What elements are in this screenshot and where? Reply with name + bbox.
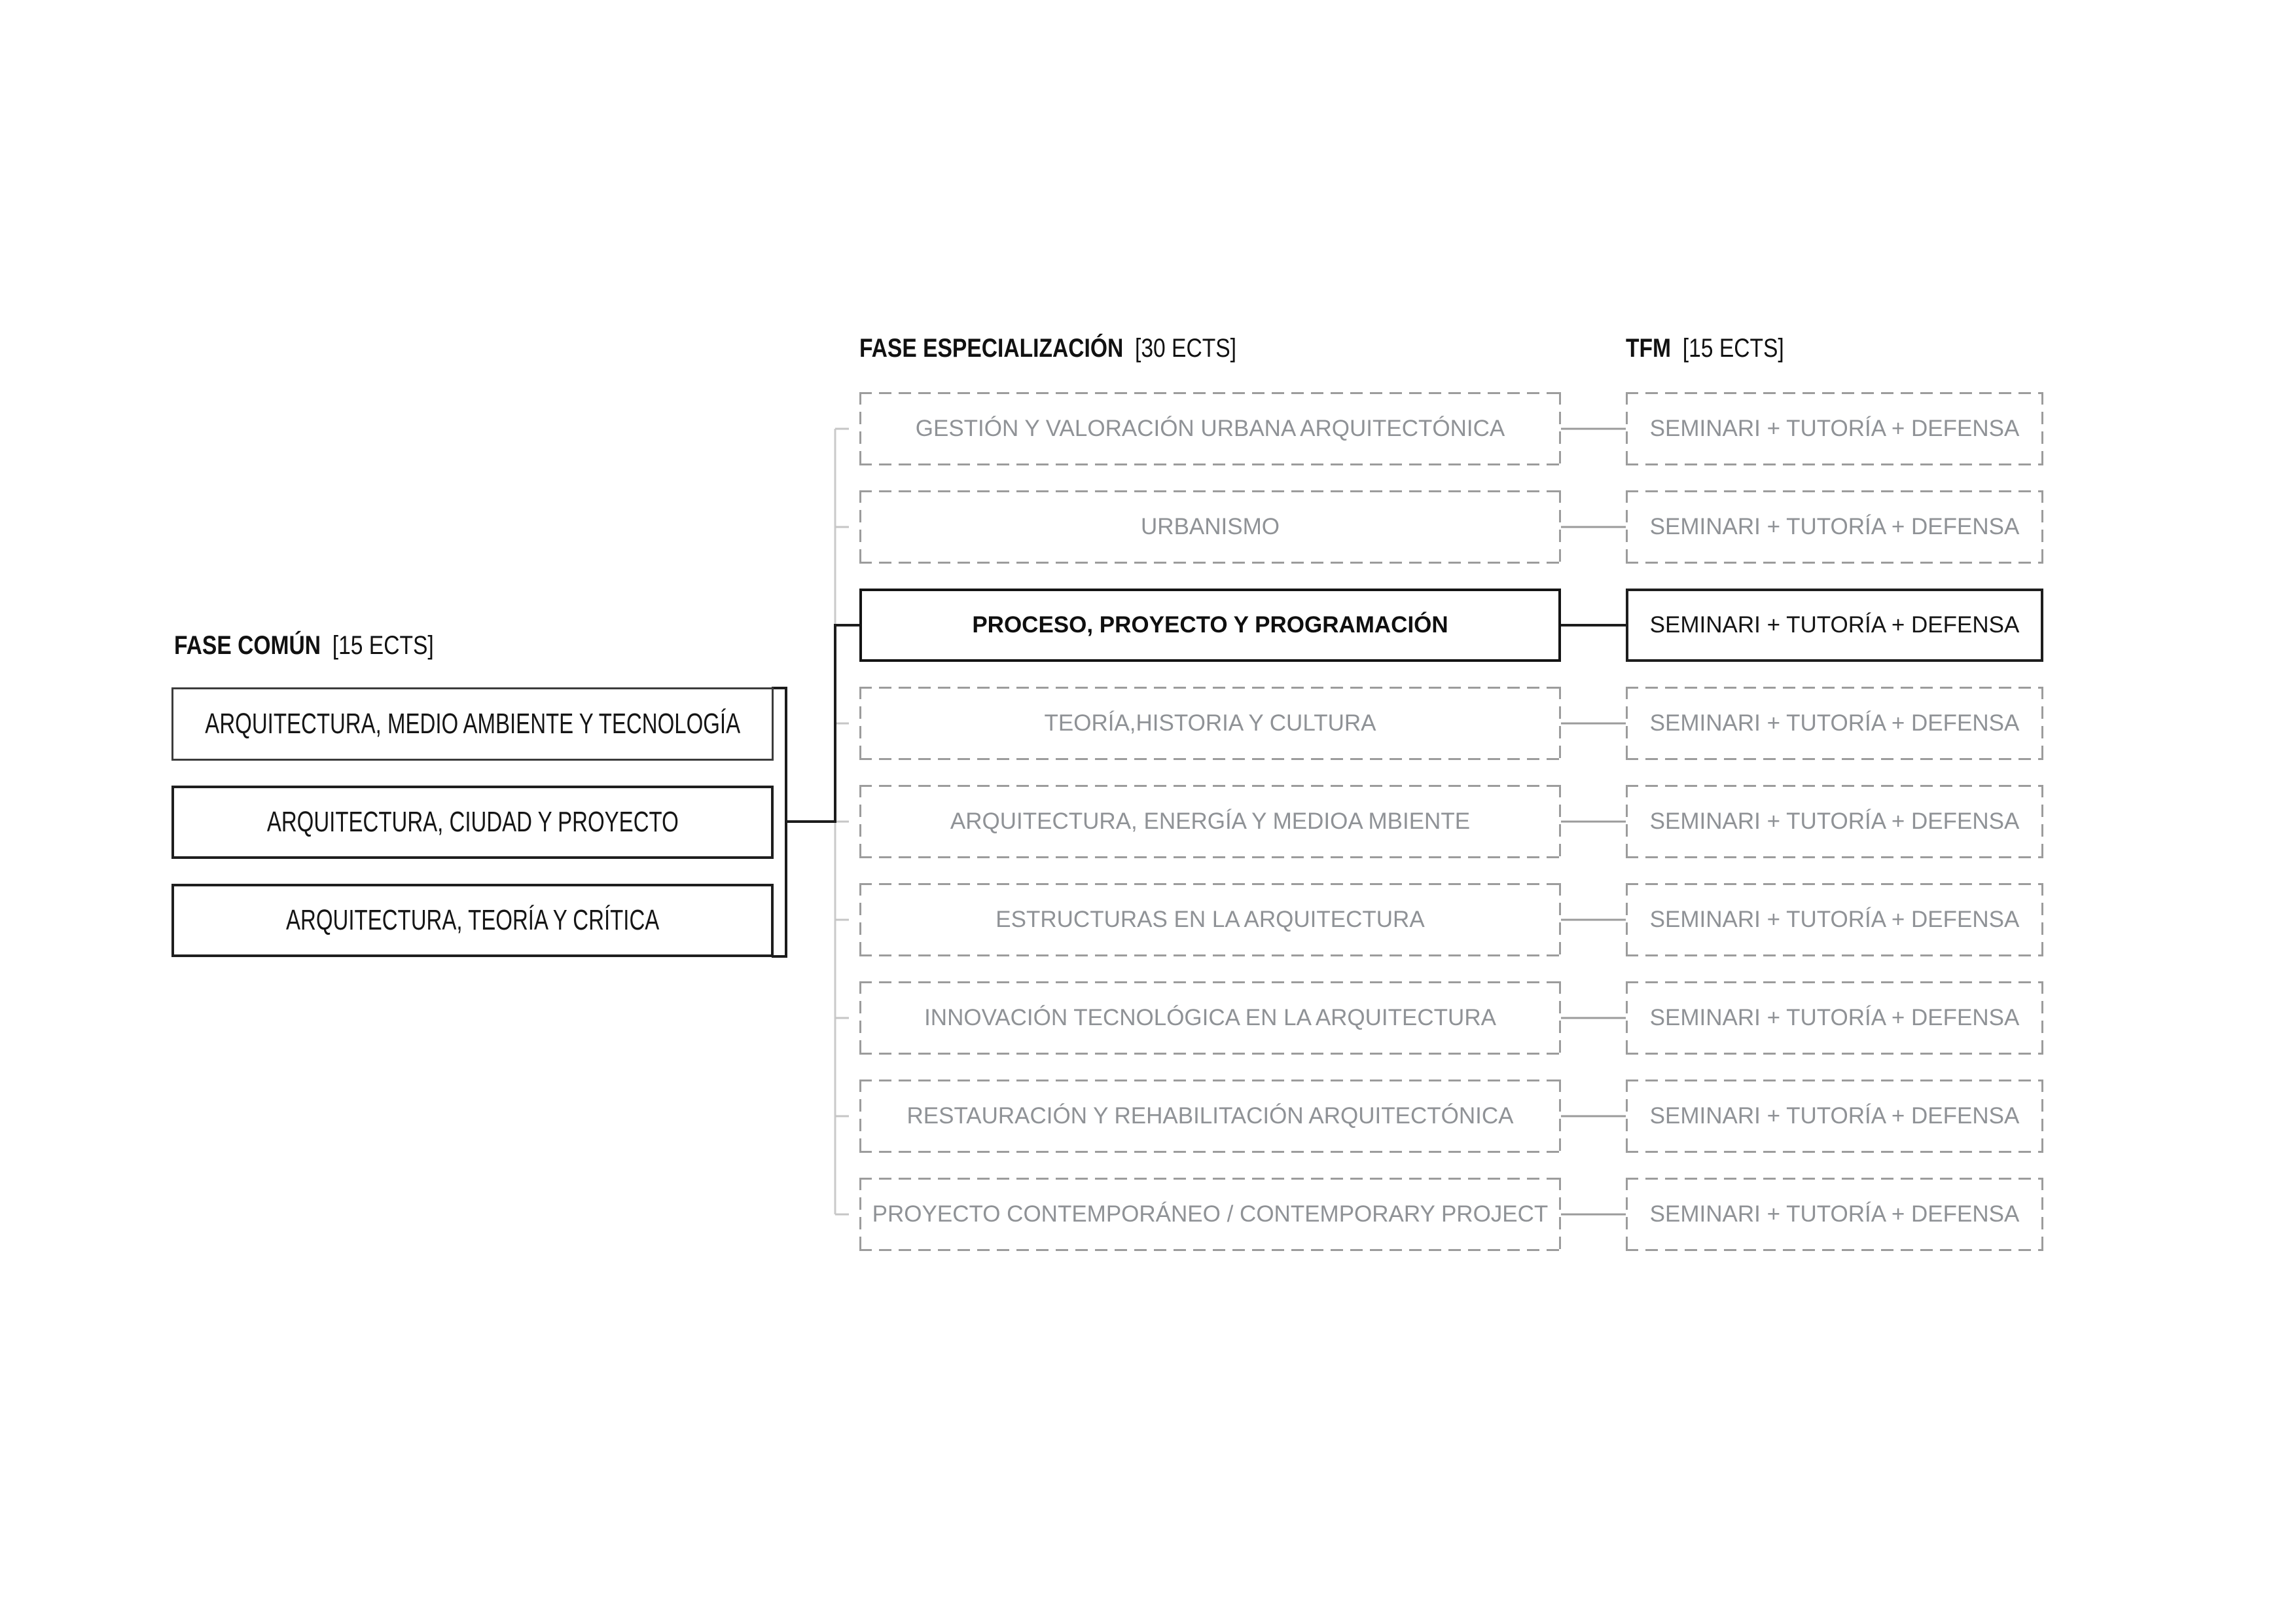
spec-box-urbanismo: URBANISMO: [859, 490, 1561, 564]
tfm-connectors-gray: [1561, 427, 1626, 1216]
tfm-box-8: SEMINARI + TUTORÍA + DEFENSA: [1626, 1080, 2043, 1153]
fase-comun-header: FASE COMÚN [15 ECTS]: [174, 630, 434, 661]
spec-box-label: PROYECTO CONTEMPORÁNEO / CONTEMPORARY PR…: [872, 1201, 1549, 1227]
tfm-box-label: SEMINARI + TUTORÍA + DEFENSA: [1649, 1201, 2020, 1227]
spec-box-label: TEORÍA,HISTORIA Y CULTURA: [1044, 710, 1376, 736]
tfm-box-7: SEMINARI + TUTORÍA + DEFENSA: [1626, 981, 2043, 1055]
fase-especializacion-title: FASE ESPECIALIZACIÓN: [859, 334, 1124, 363]
spec-box-label: INNOVACIÓN TECNOLÓGICA EN LA ARQUITECTUR…: [924, 1005, 1496, 1030]
spec-box-label: GESTIÓN Y VALORACIÓN URBANA ARQUITECTÓNI…: [915, 416, 1505, 441]
tfm-box-4: SEMINARI + TUTORÍA + DEFENSA: [1626, 687, 2043, 760]
spine-stubs: [835, 427, 849, 1216]
fase-especializacion-header: FASE ESPECIALIZACIÓN [30 ECTS]: [859, 333, 1236, 364]
common-box-label: ARQUITECTURA, MEDIO AMBIENTE Y TECNOLOGÍ…: [205, 708, 740, 740]
fase-comun-title: FASE COMÚN: [174, 631, 321, 660]
tfm-box-1: SEMINARI + TUTORÍA + DEFENSA: [1626, 392, 2043, 465]
tfm-box-label: SEMINARI + TUTORÍA + DEFENSA: [1649, 808, 2020, 834]
tfm-box-5: SEMINARI + TUTORÍA + DEFENSA: [1626, 785, 2043, 858]
tfm-box-label: SEMINARI + TUTORÍA + DEFENSA: [1649, 612, 2020, 638]
spec-box-label: URBANISMO: [1141, 514, 1280, 539]
spec-box-label: ARQUITECTURA, ENERGÍA Y MEDIOA MBIENTE: [950, 808, 1471, 834]
common-box-ciudad-proyecto: ARQUITECTURA, CIUDAD Y PROYECTO: [171, 786, 774, 859]
common-bracket: [772, 687, 787, 958]
tfm-title: TFM: [1626, 334, 1672, 363]
tfm-box-label: SEMINARI + TUTORÍA + DEFENSA: [1649, 907, 2020, 932]
spec-box-label: ESTRUCTURAS EN LA ARQUITECTURA: [996, 907, 1425, 932]
tfm-box-label: SEMINARI + TUTORÍA + DEFENSA: [1649, 710, 2020, 736]
common-box-label: ARQUITECTURA, CIUDAD Y PROYECTO: [266, 806, 679, 838]
tfm-box-2: SEMINARI + TUTORÍA + DEFENSA: [1626, 490, 2043, 564]
spec-box-proyecto-contemporaneo: PROYECTO CONTEMPORÁNEO / CONTEMPORARY PR…: [859, 1178, 1561, 1251]
tfm-header: TFM [15 ECTS]: [1626, 333, 1784, 364]
spec-box-gestion-valoracion: GESTIÓN Y VALORACIÓN URBANA ARQUITECTÓNI…: [859, 392, 1561, 465]
tfm-box-label: SEMINARI + TUTORÍA + DEFENSA: [1649, 514, 2020, 539]
fase-especializacion-credits: [30 ECTS]: [1134, 334, 1236, 363]
tfm-box-label: SEMINARI + TUTORÍA + DEFENSA: [1649, 416, 2020, 441]
tfm-box-9: SEMINARI + TUTORÍA + DEFENSA: [1626, 1178, 2043, 1251]
spec-box-estructuras: ESTRUCTURAS EN LA ARQUITECTURA: [859, 883, 1561, 956]
common-box-teoria-critica: ARQUITECTURA, TEORÍA Y CRÍTICA: [171, 884, 774, 957]
spec-box-label: RESTAURACIÓN Y REHABILITACIÓN ARQUITECTÓ…: [906, 1103, 1514, 1129]
common-box-label: ARQUITECTURA, TEORÍA Y CRÍTICA: [285, 904, 660, 936]
tfm-box-3-selected: SEMINARI + TUTORÍA + DEFENSA: [1626, 589, 2043, 662]
spec-box-teoria-historia-cultura: TEORÍA,HISTORIA Y CULTURA: [859, 687, 1561, 760]
common-box-medio-ambiente: ARQUITECTURA, MEDIO AMBIENTE Y TECNOLOGÍ…: [171, 687, 774, 761]
tfm-box-label: SEMINARI + TUTORÍA + DEFENSA: [1649, 1005, 2020, 1030]
tfm-box-label: SEMINARI + TUTORÍA + DEFENSA: [1649, 1103, 2020, 1129]
spec-box-innovacion-tecnologica: INNOVACIÓN TECNOLÓGICA EN LA ARQUITECTUR…: [859, 981, 1561, 1055]
spec-box-label: PROCESO, PROYECTO Y PROGRAMACIÓN: [972, 612, 1448, 638]
tfm-box-6: SEMINARI + TUTORÍA + DEFENSA: [1626, 883, 2043, 956]
fase-comun-credits: [15 ECTS]: [332, 631, 434, 660]
spec-box-energia-medioambiente: ARQUITECTURA, ENERGÍA Y MEDIOA MBIENTE: [859, 785, 1561, 858]
tfm-credits: [15 ECTS]: [1682, 334, 1784, 363]
spec-box-proceso-proyecto-programacion: PROCESO, PROYECTO Y PROGRAMACIÓN: [859, 589, 1561, 662]
selected-path: [786, 624, 859, 823]
spec-box-restauracion-rehabilitacion: RESTAURACIÓN Y REHABILITACIÓN ARQUITECTÓ…: [859, 1080, 1561, 1153]
